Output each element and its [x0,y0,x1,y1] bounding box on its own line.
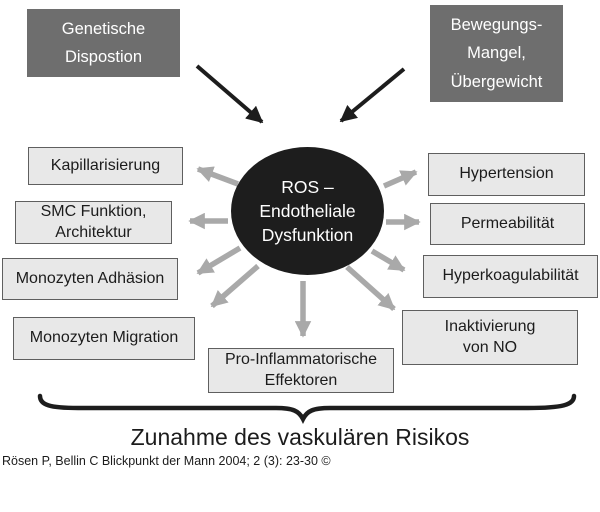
effect-box-monozyten-adhaesion: Monozyten Adhäsion [2,258,178,300]
risk-factor-box-genetic-disposition: Genetische Dispostion [27,9,180,77]
effect-label: Hypertension [459,165,554,183]
citation-text: Rösen P, Bellin C Blickpunkt der Mann 20… [2,454,331,468]
effect-label: Hyperkoagulabilität [442,267,579,285]
gray-arrow-to-monozyten-migration [210,263,260,309]
effect-box-monozyten-migration: Monozyten Migration [13,317,195,360]
risk-factor-box-exercise-deficit-overweight: Bewegungs- Mangel, Übergewicht [430,5,563,102]
risk-factor-label: Genetische Dispostion [61,19,146,66]
effect-label: Pro-Inflammatorische Effektoren [224,350,378,389]
effect-box-permeabilitaet: Permeabilität [430,203,585,245]
center-label: ROS – Endotheliale Dysfunktion [259,176,356,246]
gray-arrow-to-inaktivierung-no [345,264,396,312]
effect-label: Kapillarisierung [50,156,161,174]
gray-arrow-to-monozyten-adhaesion [196,245,242,276]
effect-box-kapillarisierung: Kapillarisierung [28,147,183,185]
curly-brace [37,393,577,425]
gray-arrow-to-kapillarisierung [196,166,239,187]
center-ellipse-ros-endothelial-dysfunction: ROS – Endotheliale Dysfunktion [231,147,384,275]
effect-box-hyperkoagulabilitaet: Hyperkoagulabilität [423,255,598,298]
effect-label: SMC Funktion, Architektur [40,202,147,241]
summary-label: Zunahme des vaskulären Risikos [130,424,470,450]
effect-label: Inaktivierung von NO [444,317,536,356]
effect-box-hypertension: Hypertension [428,153,585,196]
effect-label: Monozyten Adhäsion [15,269,165,287]
effect-label: Monozyten Migration [29,329,179,347]
black-arrow-genetic-to-center [195,64,264,124]
effect-box-pro-inflammatorische-effektoren: Pro-Inflammatorische Effektoren [208,348,394,393]
effect-label: Permeabilität [460,214,555,232]
effect-box-inaktivierung-von-no: Inaktivierung von NO [402,310,578,365]
gray-arrow-to-hypertension [382,169,418,189]
effect-box-smc-funktion-architektur: SMC Funktion, Architektur [15,201,172,244]
gray-arrow-to-hyperkoagulabilitaet [370,248,406,273]
black-arrow-exercise-to-center [339,67,406,123]
risk-factor-label: Bewegungs- Mangel, Übergewicht [450,16,543,91]
